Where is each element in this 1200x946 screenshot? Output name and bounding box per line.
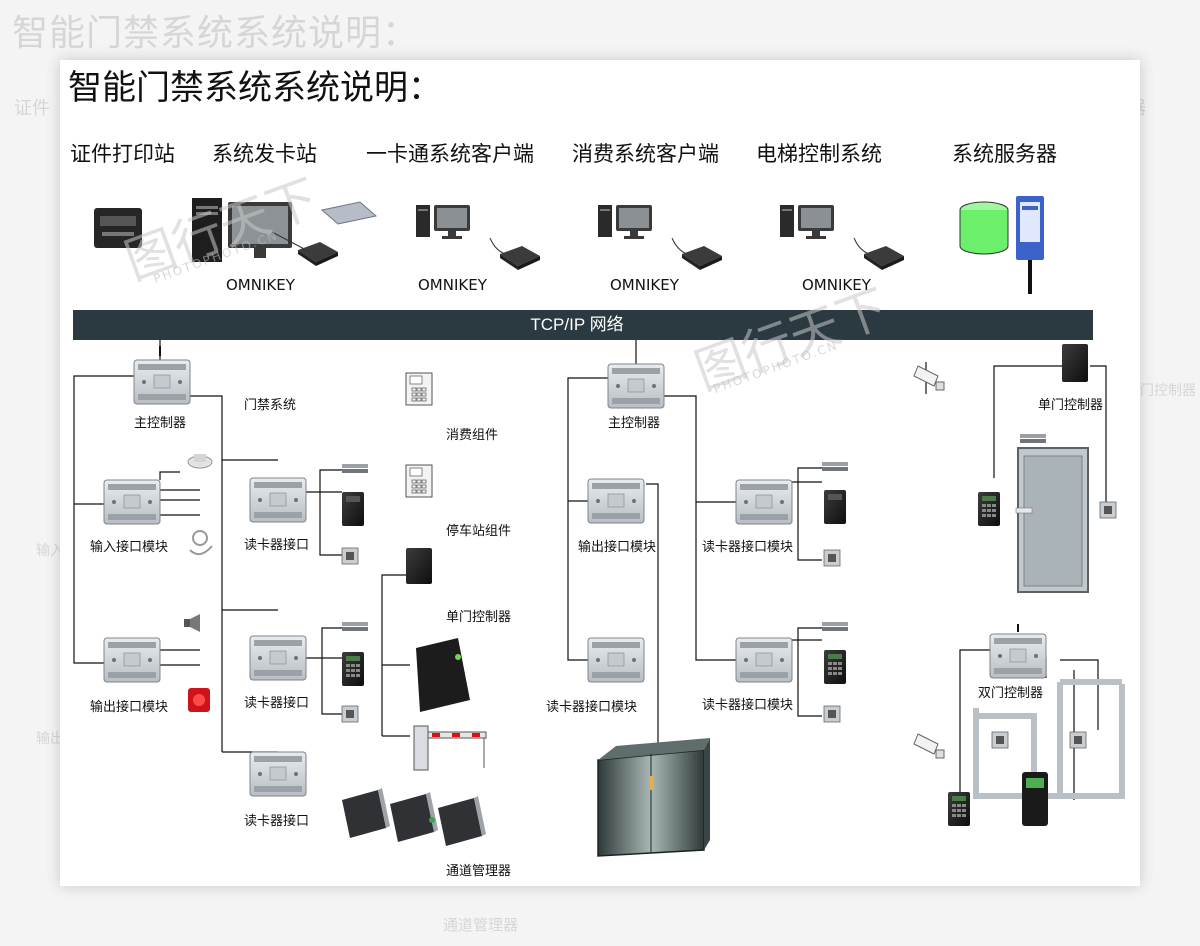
exit-button-1 xyxy=(341,547,359,565)
double-door-frame xyxy=(973,679,1125,799)
card-reader-icon xyxy=(824,490,846,524)
background-ghost-label: 证件 xyxy=(14,98,50,119)
reader-interface-module-1 xyxy=(735,479,793,525)
label-reader-interface: 读卡器接口 xyxy=(244,696,310,711)
background-ghost-label: 门控制器 xyxy=(1140,383,1196,399)
reader-interface-3 xyxy=(249,751,307,797)
network-label: TCP/IP 网络 xyxy=(530,315,624,334)
label-single-door-controller: 单门控制器 xyxy=(1038,398,1104,413)
keypad-reader-icon xyxy=(948,792,970,826)
label-reader-interface: 读卡器接口 xyxy=(244,538,310,553)
middle-wiring xyxy=(567,340,822,754)
label-single-door-controller: 单门控制器 xyxy=(446,610,512,625)
label-reader-interface: 读卡器接口 xyxy=(244,814,310,829)
output-interface-module-left xyxy=(103,637,161,683)
label-input-module: 输入接口模块 xyxy=(90,540,169,555)
omnikey-label: OMNIKEY xyxy=(418,276,487,294)
exit-button-door-a xyxy=(991,731,1009,749)
label-consume-component: 消费组件 xyxy=(446,428,499,443)
background-ghost-label: 输入 xyxy=(36,543,64,559)
reader-interface-2 xyxy=(249,635,307,681)
diagram-card: 智能门禁系统系统说明： 证件打印站 系统发卡站 一卡通系统客户端 消费系统客户端… xyxy=(60,60,1140,886)
station-label-consumption-client: 消费系统客户端 xyxy=(572,142,719,166)
tcp-ip-network-bar xyxy=(73,310,1093,340)
omnikey-label: OMNIKEY xyxy=(610,276,679,294)
keypad-reader-icon xyxy=(978,492,1000,526)
id-card-printer xyxy=(94,208,142,248)
label-parking-component: 停车站组件 xyxy=(446,524,512,539)
door-strike-2 xyxy=(342,622,368,631)
barrier-gate-icon xyxy=(413,725,487,771)
keypad-reader-icon xyxy=(824,650,846,684)
exit-button-door-b xyxy=(1069,731,1087,749)
label-access-system: 门禁系统 xyxy=(244,398,297,413)
background-ghost-label: 通道管理器 xyxy=(443,916,519,934)
single-door-controller-right xyxy=(1062,344,1088,382)
system-server xyxy=(959,196,1044,294)
door-strike-1 xyxy=(342,464,368,473)
exit-button-3 xyxy=(823,549,841,567)
label-channel-manager: 通道管理器 xyxy=(446,864,512,879)
door-strike-4 xyxy=(822,622,848,631)
alarm-light-icon xyxy=(188,688,210,712)
parking-terminal-icon xyxy=(405,464,433,498)
double-door-controller xyxy=(989,624,1047,679)
station-label-id-printer: 证件打印站 xyxy=(70,142,175,166)
page-title: 智能门禁系统系统说明： xyxy=(68,68,442,108)
door-strike-3 xyxy=(822,462,848,471)
main-controller-left xyxy=(133,346,191,405)
exit-button-2 xyxy=(341,705,359,723)
keypad-reader-icon xyxy=(342,652,364,686)
camera-icon-top xyxy=(913,365,945,391)
elevator-control-workstation xyxy=(780,205,904,270)
diagram-canvas xyxy=(73,196,1125,857)
output-interface-module-middle xyxy=(587,478,645,524)
door-icon xyxy=(1015,447,1089,593)
smoke-detector-icon xyxy=(187,454,213,469)
label-reader-interface-module: 读卡器接口模块 xyxy=(702,540,794,555)
label-main-controller: 主控制器 xyxy=(134,416,187,431)
label-reader-interface-module: 读卡器接口模块 xyxy=(546,700,638,715)
pos-terminal-icon xyxy=(405,372,433,406)
terminal-reader-icon xyxy=(1022,772,1048,826)
label-reader-interface-module: 读卡器接口模块 xyxy=(702,698,794,713)
reader-interface-1 xyxy=(249,477,307,523)
station-label-onecard-client: 一卡通系统客户端 xyxy=(366,142,534,166)
label-output-module: 输出接口模块 xyxy=(90,700,169,715)
omnikey-label: OMNIKEY xyxy=(802,276,871,294)
door-sensor-icon xyxy=(189,530,213,556)
reader-interface-module-2 xyxy=(735,637,793,683)
turnstile-gates-icon xyxy=(342,788,486,846)
background-ghost-label: 输出 xyxy=(36,731,64,747)
label-double-door-controller: 双门控制器 xyxy=(978,686,1044,701)
station-label-server: 系统服务器 xyxy=(952,142,1057,166)
label-output-module: 输出接口模块 xyxy=(578,540,657,555)
omnikey-label: OMNIKEY xyxy=(226,276,295,294)
consumption-client-workstation xyxy=(598,205,722,270)
card-reader-icon xyxy=(342,492,364,526)
label-main-controller: 主控制器 xyxy=(608,416,661,431)
exit-button-right xyxy=(1099,501,1117,519)
background-ghost-title: 智能门禁系统系统说明： xyxy=(12,13,420,54)
card-issuing-workstation xyxy=(192,198,378,266)
single-door-controller-icon xyxy=(406,548,432,584)
station-label-elevator-control: 电梯控制系统 xyxy=(756,142,882,166)
camera-icon-bottom xyxy=(913,733,945,759)
elevator-car-icon xyxy=(597,738,710,857)
reader-interface-module-middle xyxy=(587,637,645,683)
onecard-client-workstation xyxy=(416,205,540,270)
siren-icon xyxy=(184,614,200,632)
main-controller-middle xyxy=(607,363,665,409)
access-control-panel-icon xyxy=(416,638,470,712)
input-interface-module xyxy=(103,479,161,525)
exit-button-4 xyxy=(823,705,841,723)
station-label-card-issuing: 系统发卡站 xyxy=(212,142,317,166)
door-strike-right xyxy=(1020,434,1046,443)
